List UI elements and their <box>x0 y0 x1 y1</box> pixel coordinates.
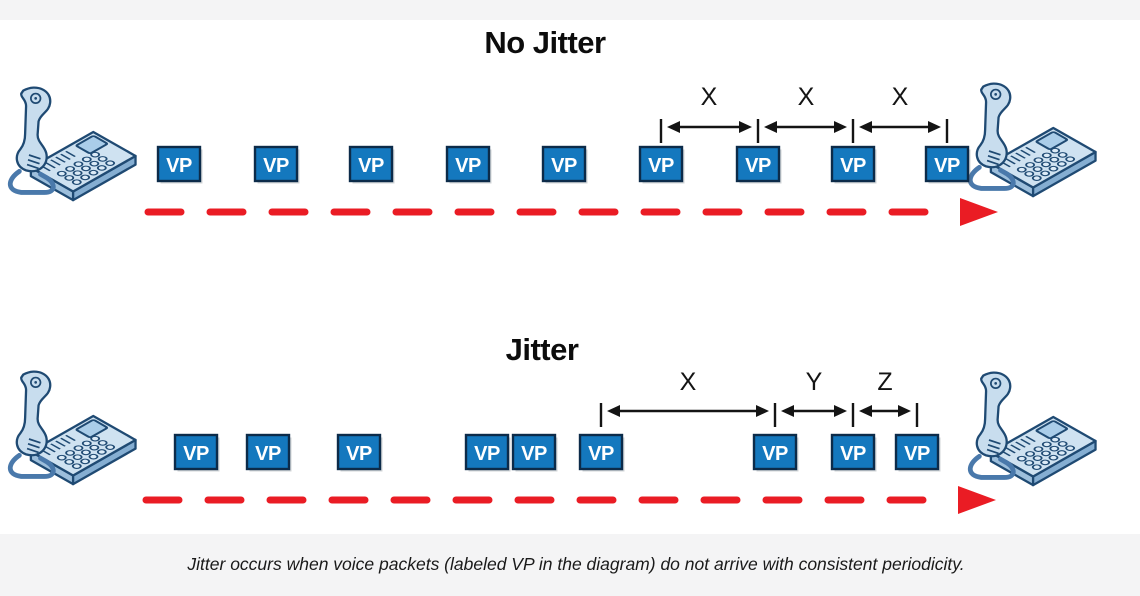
svg-text:VP: VP <box>745 155 771 177</box>
svg-text:VP: VP <box>358 155 384 177</box>
svg-text:VP: VP <box>551 155 577 177</box>
svg-text:VP: VP <box>455 155 481 177</box>
svg-text:VP: VP <box>934 155 960 177</box>
interval-arrow <box>607 405 769 417</box>
desk-telephone-icon <box>10 372 135 485</box>
svg-text:VP: VP <box>255 443 281 465</box>
top-gray-band <box>0 0 1140 20</box>
voice-packet: VP <box>511 433 558 472</box>
interval-arrow <box>667 121 752 133</box>
svg-text:VP: VP <box>840 155 866 177</box>
desk-telephone-icon <box>10 88 135 201</box>
svg-text:VP: VP <box>762 443 788 465</box>
interval-ticks-top <box>659 119 949 143</box>
packet-row-jitter: VP VP VP VP VP VP VP VP VP <box>173 433 941 472</box>
voice-packet: VP <box>752 433 799 472</box>
voice-packet: VP <box>464 433 511 472</box>
caption: Jitter occurs when voice packets (labele… <box>186 554 964 574</box>
interval-label: X <box>680 368 697 396</box>
no-jitter-title: No Jitter <box>484 25 606 60</box>
interval-arrow <box>781 405 847 417</box>
interval-arrow <box>859 405 911 417</box>
voice-packet: VP <box>173 433 220 472</box>
interval-label: X <box>892 83 909 111</box>
svg-text:VP: VP <box>521 443 547 465</box>
voice-packet: VP <box>924 145 971 184</box>
voice-packet: VP <box>638 145 685 184</box>
voice-packet: VP <box>156 145 203 184</box>
svg-text:VP: VP <box>840 443 866 465</box>
interval-arrow <box>764 121 847 133</box>
interval-ticks-bottom <box>599 403 919 427</box>
voice-packet: VP <box>253 145 300 184</box>
svg-text:VP: VP <box>904 443 930 465</box>
voice-packet: VP <box>578 433 625 472</box>
svg-text:VP: VP <box>183 443 209 465</box>
voice-packet: VP <box>336 433 383 472</box>
interval-label: Y <box>806 368 823 396</box>
voice-packet: VP <box>348 145 395 184</box>
voice-packet: VP <box>894 433 941 472</box>
voice-packet: VP <box>735 145 782 184</box>
svg-text:VP: VP <box>648 155 674 177</box>
voice-packet: VP <box>830 433 877 472</box>
svg-text:VP: VP <box>166 155 192 177</box>
voice-packet: VP <box>830 145 877 184</box>
packet-row-no-jitter: VP VP VP VP VP VP VP VP VP <box>156 145 971 184</box>
voice-packet: VP <box>445 145 492 184</box>
desk-telephone-icon <box>970 84 1095 197</box>
caption-gray-band <box>0 534 1140 596</box>
red-dashed-arrow <box>142 486 996 514</box>
svg-text:VP: VP <box>263 155 289 177</box>
voice-packet: VP <box>541 145 588 184</box>
voice-packet: VP <box>245 433 292 472</box>
desk-telephone-icon <box>970 373 1095 486</box>
svg-text:VP: VP <box>588 443 614 465</box>
interval-label: X <box>798 83 815 111</box>
red-dashed-arrow <box>144 198 998 226</box>
interval-arrow <box>859 121 941 133</box>
jitter-title: Jitter <box>506 332 579 367</box>
interval-label: Z <box>877 368 892 396</box>
interval-label: X <box>701 83 718 111</box>
svg-text:VP: VP <box>474 443 500 465</box>
svg-text:VP: VP <box>346 443 372 465</box>
